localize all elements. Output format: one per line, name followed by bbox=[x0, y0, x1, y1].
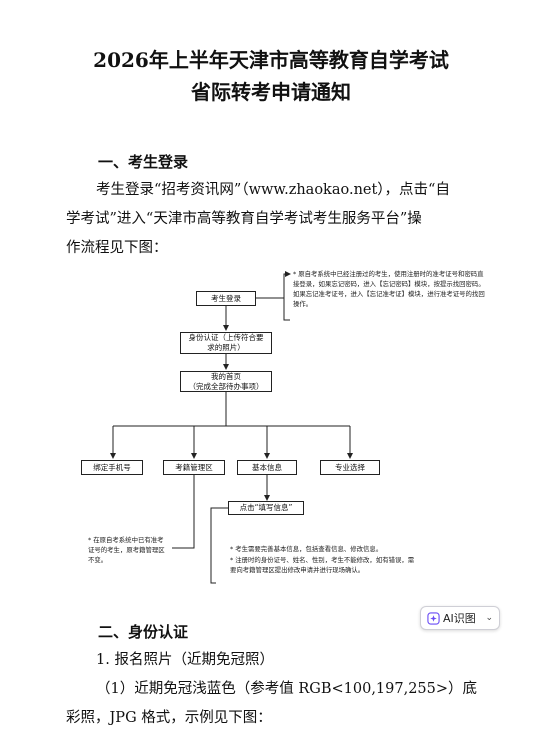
section-heading-login: 一、考生登录 bbox=[98, 153, 189, 171]
paragraph-line: 彩照，JPG 格式，示例见下图： bbox=[66, 710, 272, 726]
flow-step-home: 我的首页 （完成全部待办事项） bbox=[180, 371, 272, 392]
section-heading-identity: 二、身份认证 bbox=[98, 623, 189, 641]
flow-step-home-subtitle: （完成全部待办事项） bbox=[188, 381, 264, 391]
paragraph-line: （1）近期免冠浅蓝色（参考值 RGB<100,197,255>）底 bbox=[96, 681, 478, 697]
chevron-down-icon[interactable]: ⌄ bbox=[485, 613, 493, 623]
page-subtitle: 省际转考申请通知 bbox=[191, 80, 351, 104]
paragraph-line: 考生登录“招考资讯网”（www.zhaokao.net），点击“自 bbox=[96, 182, 450, 198]
flow-note-enrollment: * 在原自考系统中已有准考证号的考生，原考籍管理区不变。 bbox=[88, 536, 165, 564]
page-title: 2026年上半年天津市高等教育自学考试 bbox=[93, 48, 449, 72]
ai-button-label: AI识图 bbox=[443, 612, 476, 625]
flow-step-basic-info: 基本信息 bbox=[237, 460, 297, 475]
ai-sparkle-icon bbox=[427, 611, 440, 625]
flow-note-info-2: * 注册时的身份证号、姓名、性别，考生不能修改，如有错误，需要向考籍管理区提出修… bbox=[230, 556, 415, 574]
flow-note-login: * 原自考系统中已经注册过的考生，使用注册时的准考证号和密码直接登录，如果忘记密… bbox=[293, 270, 485, 308]
flow-step-login: 考生登录 bbox=[196, 291, 256, 306]
list-item: 1. 报名照片（近期免冠照） bbox=[96, 652, 274, 668]
flow-note-info-1: * 考生需要完善基本信息，包括查看信息、修改信息。 bbox=[230, 545, 383, 553]
flow-step-bind-phone: 绑定手机号 bbox=[81, 460, 143, 475]
flow-step-enrollment: 考籍管理区 bbox=[163, 460, 225, 475]
ai-image-recognition-button[interactable]: AI识图 ⌄ bbox=[420, 606, 500, 630]
flow-step-major: 专业选择 bbox=[320, 460, 380, 475]
flow-step-fill-info: 点击“填写信息” bbox=[228, 501, 304, 515]
flow-step-home-title: 我的首页 bbox=[211, 371, 241, 381]
flow-step-identity: 身份认证（上传符合要求的照片） bbox=[180, 332, 272, 354]
paragraph-line: 学考试”进入“天津市高等教育自学考试考生服务平台”操 bbox=[66, 211, 422, 227]
paragraph-line: 作流程见下图： bbox=[66, 240, 168, 256]
